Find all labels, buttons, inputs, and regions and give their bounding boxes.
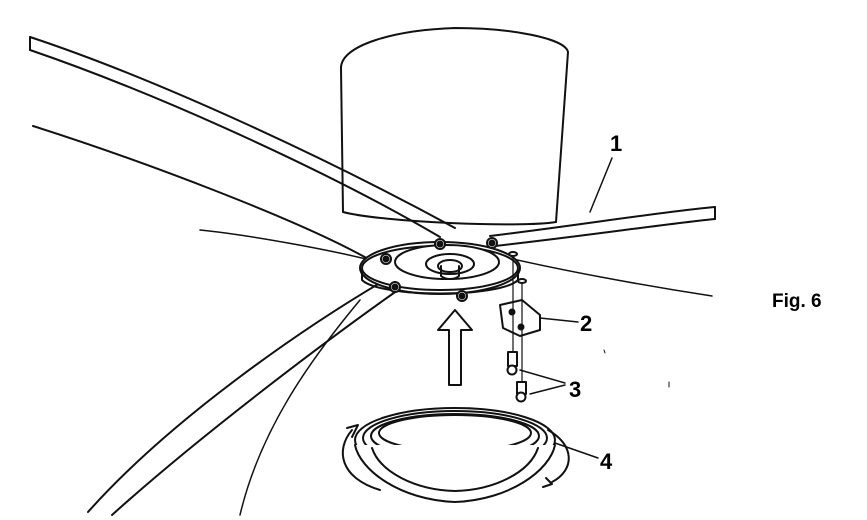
light-kit-bowl: [341, 407, 599, 503]
callout-2-leader: [539, 317, 579, 323]
fan-blade-left: [32, 125, 371, 261]
motor-housing: [340, 27, 569, 226]
fan-blade-right: [489, 206, 716, 297]
callout-2-label: 2: [580, 311, 593, 336]
screws: [506, 251, 566, 403]
mounting-bracket: [499, 299, 579, 337]
upward-arrow-icon: [437, 309, 473, 386]
callout-1-leader: [589, 157, 613, 213]
blade-hub-plate: [359, 237, 521, 302]
callout-3-label: 3: [569, 377, 582, 402]
fan-blade-upper-left: [29, 36, 456, 238]
callout-4-leader: [554, 442, 599, 459]
callout-1-label: 1: [610, 131, 623, 156]
fan-blade-lower-left: [87, 279, 399, 516]
figure-label: Fig. 6: [772, 291, 822, 312]
callout-4-label: 4: [600, 449, 613, 474]
